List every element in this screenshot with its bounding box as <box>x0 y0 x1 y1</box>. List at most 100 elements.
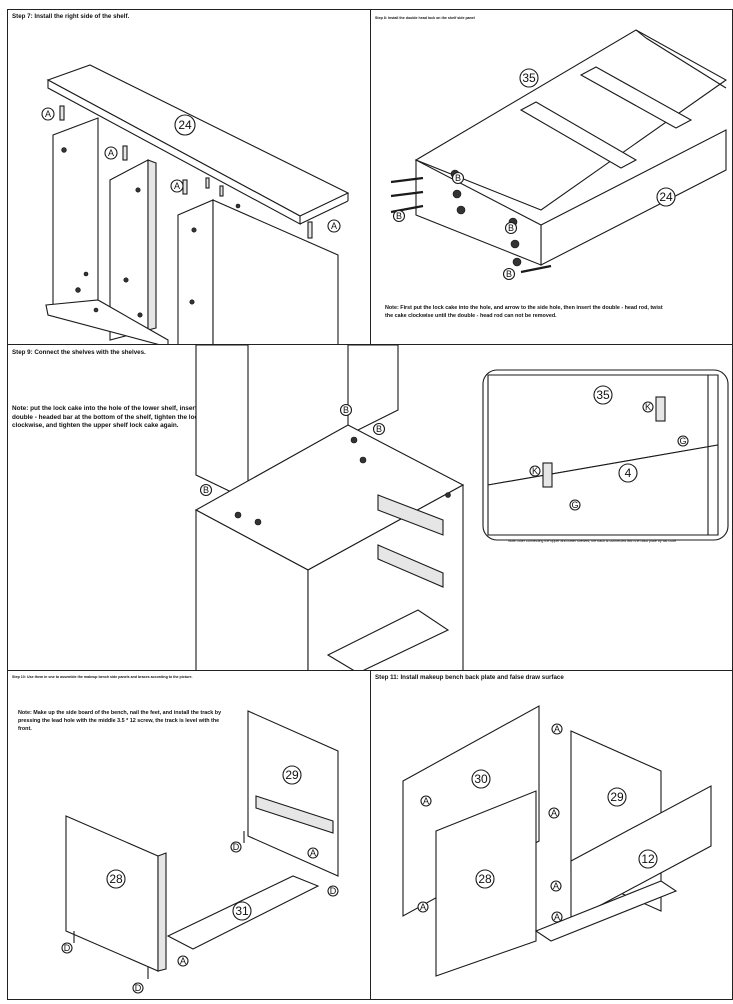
svg-text:24: 24 <box>659 190 673 204</box>
flat-brackets <box>542 396 666 488</box>
svg-text:29: 29 <box>610 790 624 804</box>
shelf-left-panel <box>415 159 542 266</box>
panel-step-10: Step 10: Use them in one to assemble the… <box>7 670 372 1000</box>
callout-part-30: 30 <box>471 769 491 789</box>
callout-part-29: 29 <box>282 765 302 785</box>
step-10-title: Step 10: Use them in one to assemble the… <box>12 675 193 679</box>
svg-text:28: 28 <box>109 872 123 886</box>
svg-text:B: B <box>506 269 512 279</box>
panel-holes <box>61 147 241 318</box>
left-side-panel <box>52 117 99 311</box>
right-side-panel-inner <box>177 199 214 348</box>
step-8-note: Note: First put the lock cake into the h… <box>385 305 663 319</box>
svg-text:B: B <box>396 211 402 221</box>
callout-d-4: D <box>327 885 339 897</box>
callout-d-1: D <box>61 942 73 954</box>
callout-a-2: A <box>104 146 118 160</box>
right-side-panel <box>212 199 339 348</box>
callout-a-3: A <box>170 179 184 193</box>
svg-text:24: 24 <box>178 118 192 132</box>
callout-g-2: G <box>569 499 581 511</box>
inner-shelf <box>326 609 450 674</box>
svg-text:B: B <box>508 223 514 233</box>
callout-part-28-step11: 28 <box>475 869 495 889</box>
svg-text:28: 28 <box>478 872 492 886</box>
svg-text:A: A <box>174 181 180 191</box>
svg-text:A: A <box>180 956 186 966</box>
svg-text:A: A <box>554 912 560 922</box>
callout-part-28: 28 <box>106 869 126 889</box>
svg-text:A: A <box>331 221 337 231</box>
panel-step-8: Step 8: Install the double head lock on … <box>370 9 733 346</box>
callout-part-31: 31 <box>232 901 252 921</box>
svg-text:A: A <box>423 796 429 806</box>
slide-rail-2 <box>377 544 444 588</box>
step-11-drawing: 30 29 28 12 A A A A A A <box>402 705 712 977</box>
callout-k-1: K <box>642 401 654 413</box>
step-11-title: Step 11: Install makeup bench back plate… <box>375 674 564 681</box>
svg-text:29: 29 <box>285 768 299 782</box>
callout-a-step11-6: A <box>417 901 429 913</box>
callout-b-1: B <box>451 171 465 185</box>
callout-b-4: B <box>502 267 516 281</box>
step-9-detail-note: Note: After connecting the upper and low… <box>508 539 677 543</box>
svg-text:K: K <box>532 466 538 476</box>
middle-divider-edge <box>147 159 157 331</box>
svg-text:A: A <box>553 881 559 891</box>
svg-text:A: A <box>554 724 560 734</box>
callout-part-35: 35 <box>519 68 539 88</box>
svg-text:A: A <box>551 808 557 818</box>
callout-part-24: 24 <box>174 114 196 136</box>
svg-text:35: 35 <box>596 388 610 402</box>
callout-b-step9-2: B <box>339 403 353 417</box>
svg-text:31: 31 <box>235 904 249 918</box>
panel-step-9: Step 9: Connect the shelves with the she… <box>7 344 733 674</box>
callout-a-step11-5: A <box>551 911 563 923</box>
svg-text:A: A <box>420 902 426 912</box>
step-10-note: Note: Make up the side board of the benc… <box>18 710 222 732</box>
lock-holes <box>234 436 451 526</box>
callout-g-1: G <box>677 435 689 447</box>
panel-step-7: Step 7: Install the right side of the sh… <box>7 9 372 348</box>
svg-text:4: 4 <box>625 466 632 480</box>
step-8-drawing: 35 24 B B B B <box>390 29 728 281</box>
callout-b-step9-1: B <box>199 483 213 497</box>
callout-a-step10-2: A <box>307 847 319 859</box>
callout-d-3: D <box>230 841 242 853</box>
svg-text:B: B <box>376 424 382 434</box>
callout-a-4: A <box>327 219 341 233</box>
svg-text:B: B <box>343 405 349 415</box>
slide-track <box>255 795 334 834</box>
svg-text:B: B <box>455 173 461 183</box>
step-9-note: Note: put the lock cake into the hole of… <box>12 405 218 430</box>
bench-side-panel-left-edge <box>157 852 167 972</box>
callout-a-step11-1: A <box>551 723 563 735</box>
svg-text:G: G <box>679 436 686 446</box>
callout-b-step9-3: B <box>372 422 386 436</box>
svg-text:D: D <box>64 943 71 953</box>
upper-shelf-right <box>347 344 399 436</box>
callout-a-step11-3: A <box>548 807 560 819</box>
callout-part-12: 12 <box>638 849 658 869</box>
bench-bottom-brace <box>534 880 678 942</box>
step-8-title: Step 8: Install the double head lock on … <box>375 16 475 20</box>
callout-a-1: A <box>41 107 55 121</box>
svg-text:D: D <box>233 842 240 852</box>
svg-text:12: 12 <box>641 852 655 866</box>
step-10-drawing: 28 29 31 D D D D A A <box>61 710 339 994</box>
svg-text:G: G <box>571 500 578 510</box>
callout-b-2: B <box>392 209 406 223</box>
svg-text:B: B <box>203 485 209 495</box>
panel-step-11: Step 11: Install makeup bench back plate… <box>370 670 733 1000</box>
shelf-divider-1 <box>519 101 638 169</box>
callout-a-step11-4: A <box>550 880 562 892</box>
svg-text:D: D <box>135 983 142 993</box>
svg-text:30: 30 <box>474 772 488 786</box>
callout-part-35-detail: 35 <box>593 385 613 405</box>
callout-b-3: B <box>504 221 518 235</box>
callout-a-step11-2: A <box>420 795 432 807</box>
step-9-drawing: B B B 35 4 K K G G <box>194 344 729 674</box>
detail-lower-panel <box>487 444 719 536</box>
bench-side-panel-left <box>65 815 159 972</box>
